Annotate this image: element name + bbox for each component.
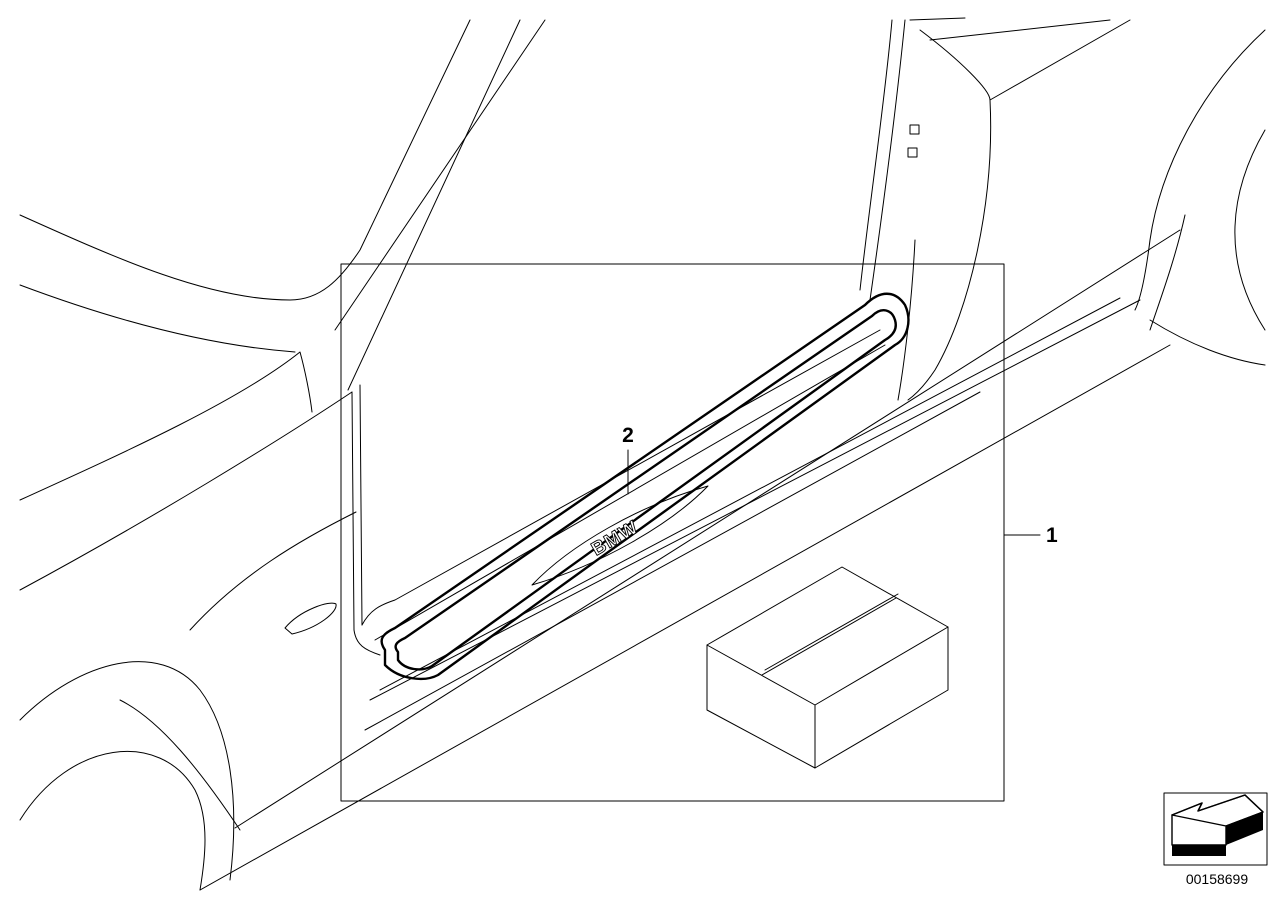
diagram-number: 00158699 [1186,871,1249,887]
callout-1-label: 1 [1046,524,1058,547]
car-body-outline [19,17,1266,891]
kit-frame [340,263,1005,802]
door-sill-strip: BMW [380,292,910,681]
callout-2-label: 2 [622,424,634,447]
bmw-logo-text: BMW [588,517,642,560]
kit-box [706,566,949,769]
view-direction-arrow-icon [1163,792,1268,866]
